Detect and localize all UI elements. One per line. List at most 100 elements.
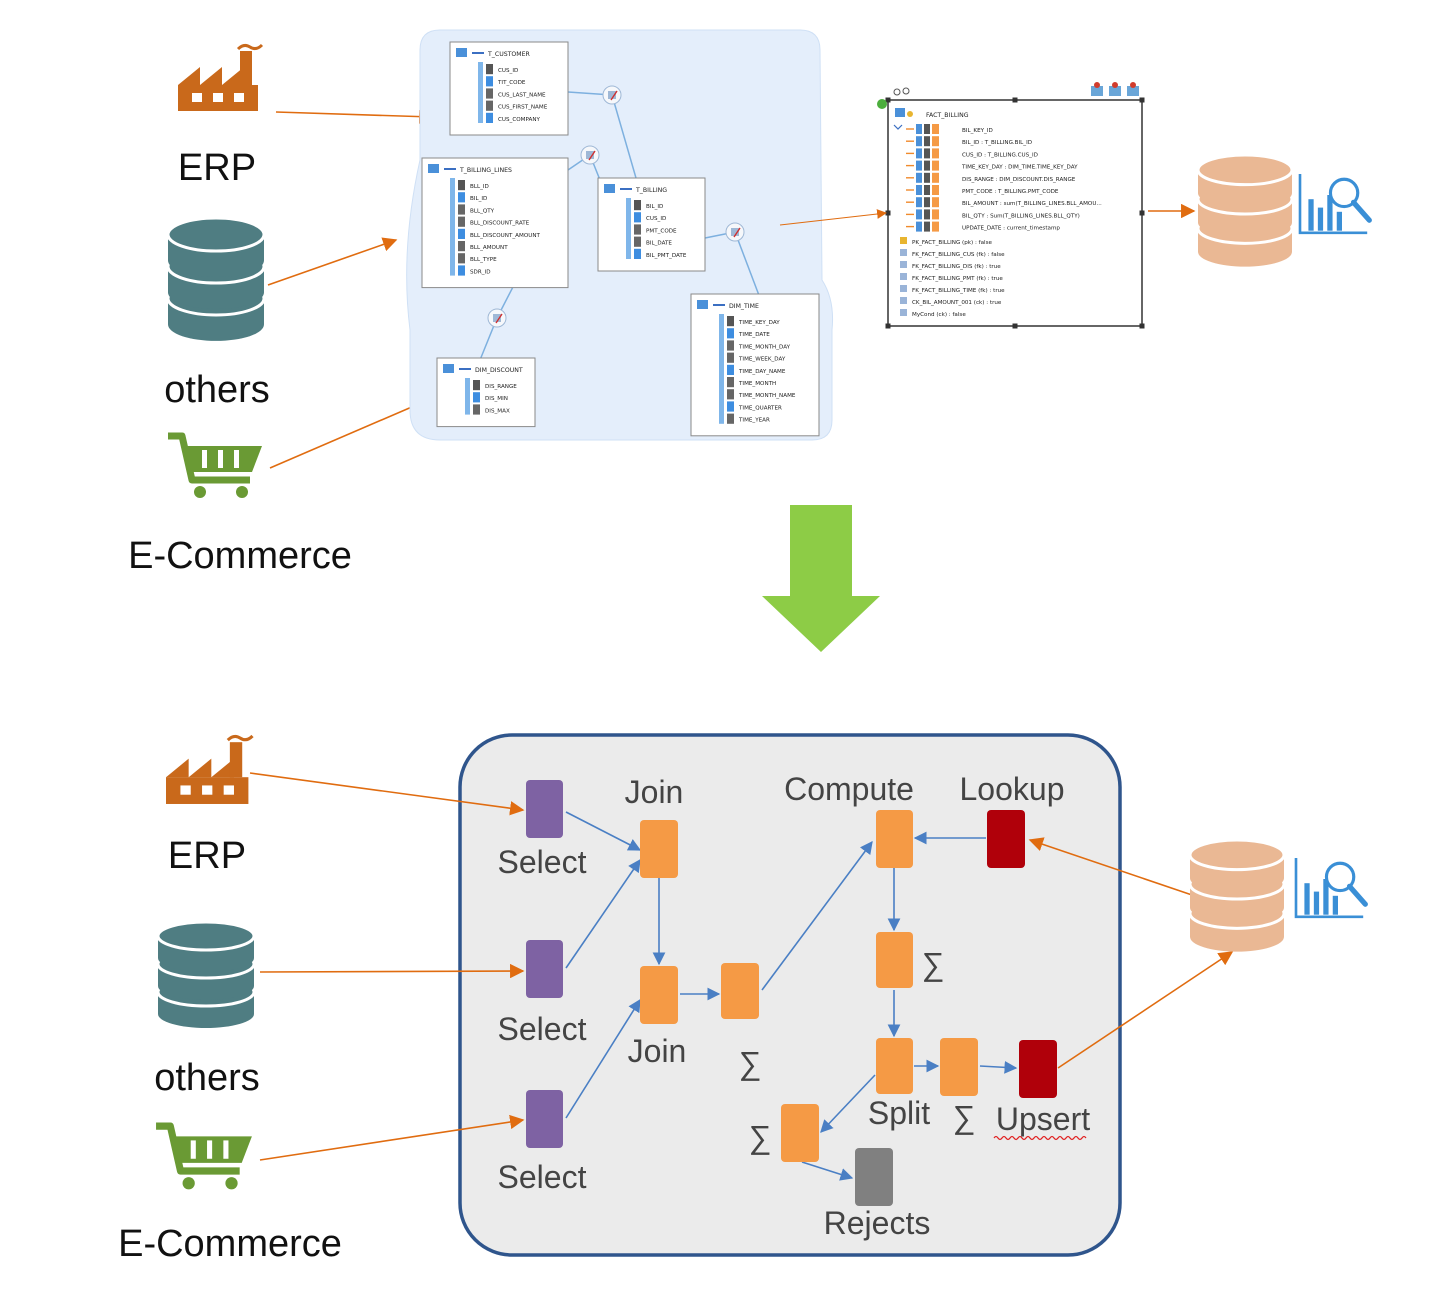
- sum-label-2: ∑: [922, 946, 945, 982]
- source-label-ecommerce: E-Commerce: [118, 1223, 342, 1265]
- fact-column: BIL_KEY_ID: [962, 128, 993, 134]
- split-step: [876, 1038, 913, 1094]
- column-type-icon: [727, 316, 734, 327]
- table-name: DIM_DISCOUNT: [475, 367, 523, 374]
- column-type-icon: [932, 136, 939, 147]
- column-type-icon: [458, 204, 465, 215]
- table-icon: [456, 48, 467, 57]
- column-type-icon: [727, 377, 734, 388]
- column-name: TIME_YEAR: [738, 418, 770, 424]
- arrow-warehouse-to-lookup: [1028, 837, 1193, 896]
- arrow-erp-to-schema: [275, 109, 434, 124]
- join-label-2: Join: [628, 1033, 687, 1069]
- fact-table-name: FACT_BILLING: [926, 112, 969, 119]
- column-name: BLL_DISCOUNT_AMOUNT: [470, 233, 541, 239]
- arrow-ecommerce-to-schema: [269, 398, 430, 469]
- column-name: BLL_QTY: [470, 208, 495, 214]
- analytics-report-icon: [1300, 174, 1369, 233]
- column-name: CUS_ID: [498, 68, 518, 74]
- column-type-icon: [458, 241, 465, 252]
- select-step-2: [526, 940, 563, 998]
- fact-constraint: PK_FACT_BILLING (pk) : false: [912, 240, 993, 246]
- column-type-icon: [486, 100, 493, 111]
- constraint-icon: [900, 273, 907, 280]
- sum-step-2: [876, 932, 913, 988]
- shopping-cart-icon: [156, 1126, 252, 1189]
- column-name: CUS_LAST_NAME: [498, 92, 546, 98]
- column-type-icon: [458, 265, 465, 276]
- database-icon: [1196, 153, 1294, 267]
- fact-constraint: MyCond (ck) : false: [912, 312, 966, 318]
- arrow-select3-to-join2: [565, 998, 641, 1119]
- lookup-label: Lookup: [960, 771, 1065, 807]
- column-type-icon: [727, 340, 734, 351]
- sum-label-4: ∑: [749, 1119, 772, 1155]
- column-name: TIME_DAY_NAME: [738, 369, 786, 375]
- column-type-icon: [727, 401, 734, 412]
- fact-column: DIS_RANGE : DIM_DISCOUNT.DIS_RANGE: [962, 177, 1076, 183]
- column-type-icon: [458, 180, 465, 191]
- column-type-icon: [727, 389, 734, 400]
- column-type-icon: [458, 192, 465, 203]
- constraint-icon: [900, 261, 907, 268]
- column-type-icon: [932, 209, 939, 220]
- spellcheck-underline: [993, 1135, 1087, 1141]
- column-name: CUS_FIRST_NAME: [498, 105, 548, 111]
- source-label-others: others: [164, 369, 270, 411]
- column-name: DIS_MIN: [485, 396, 508, 402]
- column-name: DIS_RANGE: [485, 384, 517, 390]
- toolbar-icon: [1109, 82, 1121, 96]
- arrow-others-to-select: [259, 963, 525, 979]
- arrow-erp-to-select: [249, 772, 525, 816]
- column-name: BLL_AMOUNT: [470, 245, 508, 251]
- resize-handle: [1012, 323, 1018, 329]
- column-type-icon: [634, 248, 641, 259]
- resize-handle: [885, 210, 891, 216]
- column-type-icon: [486, 64, 493, 75]
- column-name: TIME_WEEK_DAY: [738, 357, 786, 363]
- column-type-icon: [458, 253, 465, 264]
- table-icon: [895, 108, 905, 117]
- fact-constraint: FK_FACT_BILLING_CUS (fk) : false: [912, 252, 1005, 258]
- sum-label-3: ∑: [953, 1099, 976, 1135]
- fact-column: BIL_ID : T_BILLING.BIL_ID: [962, 140, 1032, 146]
- compute-step: [876, 810, 913, 868]
- column-type-icon: [473, 392, 480, 403]
- fact-constraint: FK_FACT_BILLING_TIME (fk) : true: [912, 288, 1005, 294]
- compute-label: Compute: [784, 771, 914, 807]
- arrow-upsert-to-warehouse: [1057, 951, 1234, 1069]
- join-icon: [725, 222, 745, 242]
- fact-table: FACT_BILLING BIL_KEY_ID BIL_ID : T_BILLING…: [877, 82, 1145, 329]
- toolbar-icon: [1127, 82, 1139, 96]
- join-step-1: [640, 820, 678, 878]
- toolbar-icon: [1091, 82, 1103, 96]
- column-type-icon: [727, 328, 734, 339]
- arrow-select1-to-join1: [565, 811, 642, 851]
- column-name: TIME_KEY_DAY: [738, 320, 780, 326]
- table-t-billing: T_BILLINGBIL_IDCUS_IDPMT_CODEBIL_DATEBIL…: [597, 177, 706, 272]
- table-icon: [697, 300, 708, 309]
- column-type-icon: [634, 200, 641, 211]
- column-type-icon: [634, 212, 641, 223]
- bottom-pipeline: ERPothersE-CommerceSelectSelectSelectJoi…: [118, 733, 1365, 1265]
- column-type-icon: [727, 413, 734, 424]
- column-type-icon: [458, 228, 465, 239]
- column-type-icon: [727, 352, 734, 363]
- source-label-others: others: [154, 1057, 260, 1099]
- constraint-icon: [900, 297, 907, 304]
- column-name: SDR_ID: [470, 269, 491, 275]
- table-icon: [604, 184, 615, 193]
- upsert-label: Upsert: [996, 1101, 1090, 1137]
- column-name: BLL_ID: [470, 184, 489, 190]
- sum-label-1: ∑: [739, 1045, 762, 1081]
- column-type-icon: [486, 112, 493, 123]
- join-label-1: Join: [625, 774, 684, 810]
- arrow-sum3-to-upsert: [979, 1060, 1018, 1074]
- column-type-icon: [727, 364, 734, 375]
- shopping-cart-icon: [168, 436, 262, 498]
- column-type-icon: [473, 380, 480, 391]
- sum-step-1: [721, 963, 759, 1019]
- column-type-icon: [932, 221, 939, 232]
- relation-line: [734, 231, 761, 299]
